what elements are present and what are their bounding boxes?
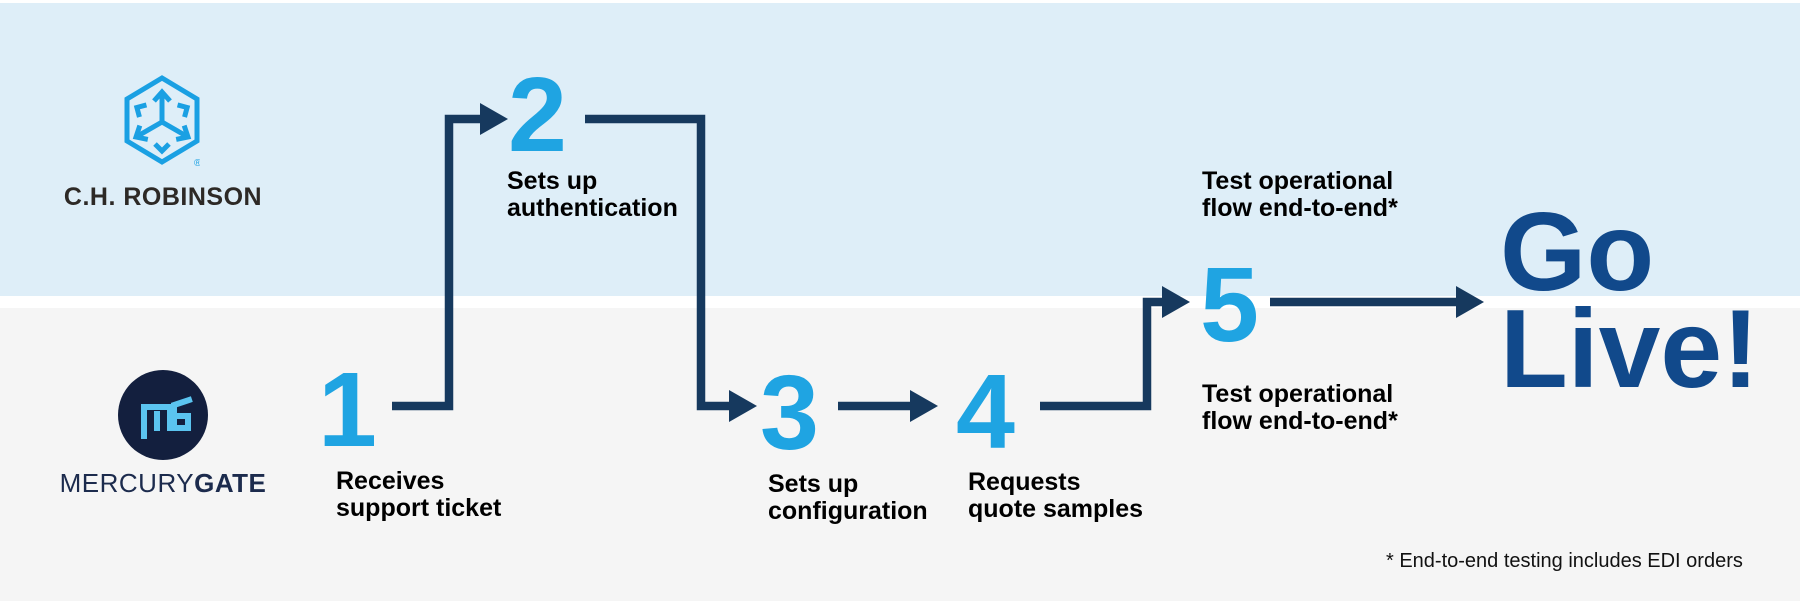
step-2-number: 2 [508,56,567,174]
arrowhead-to-golive [1456,286,1484,318]
step-5-number: 5 [1200,246,1259,364]
step-3-label: Sets up configuration [768,470,928,525]
ch-robinson-wordmark: C.H. ROBINSON [63,183,263,211]
step-2-label: Sets up authentication [507,167,678,222]
step-4-label: Requests quote samples [968,468,1144,523]
arrowhead-to-3 [729,390,757,422]
ch-robinson-hexagon-icon: ® [124,75,200,169]
step-5-label-top: Test operational flow end-to-end* [1202,167,1398,222]
connector-2-to-3 [585,114,729,411]
go-live-text: Go Live! [1500,190,1760,411]
connector-1-to-2 [392,114,480,411]
step-4-number: 4 [956,353,1015,471]
arrowhead-to-4 [910,390,938,422]
chr-registered-mark: ® [194,158,200,169]
step-3-number: 3 [760,354,819,472]
lane-mercurygate [0,308,1800,601]
arrowhead-to-5 [1162,286,1190,318]
lane-ch-robinson [0,3,1800,296]
arrowhead-to-2 [480,103,508,135]
mercurygate-wordmark-bold: GATE [194,468,267,498]
step-1-number: 1 [318,351,377,469]
step-5-label-bottom: Test operational flow end-to-end* [1202,380,1398,435]
mercurygate-circle-icon [118,370,208,460]
mercurygate-wordmark: MERCURYGATE [55,468,271,499]
step-1-label: Receives support ticket [336,467,502,522]
mercurygate-wordmark-regular: MERCURY [59,468,195,498]
footnote: * End-to-end testing includes EDI orders [1386,550,1743,572]
connector-4-to-5 [1040,297,1162,411]
